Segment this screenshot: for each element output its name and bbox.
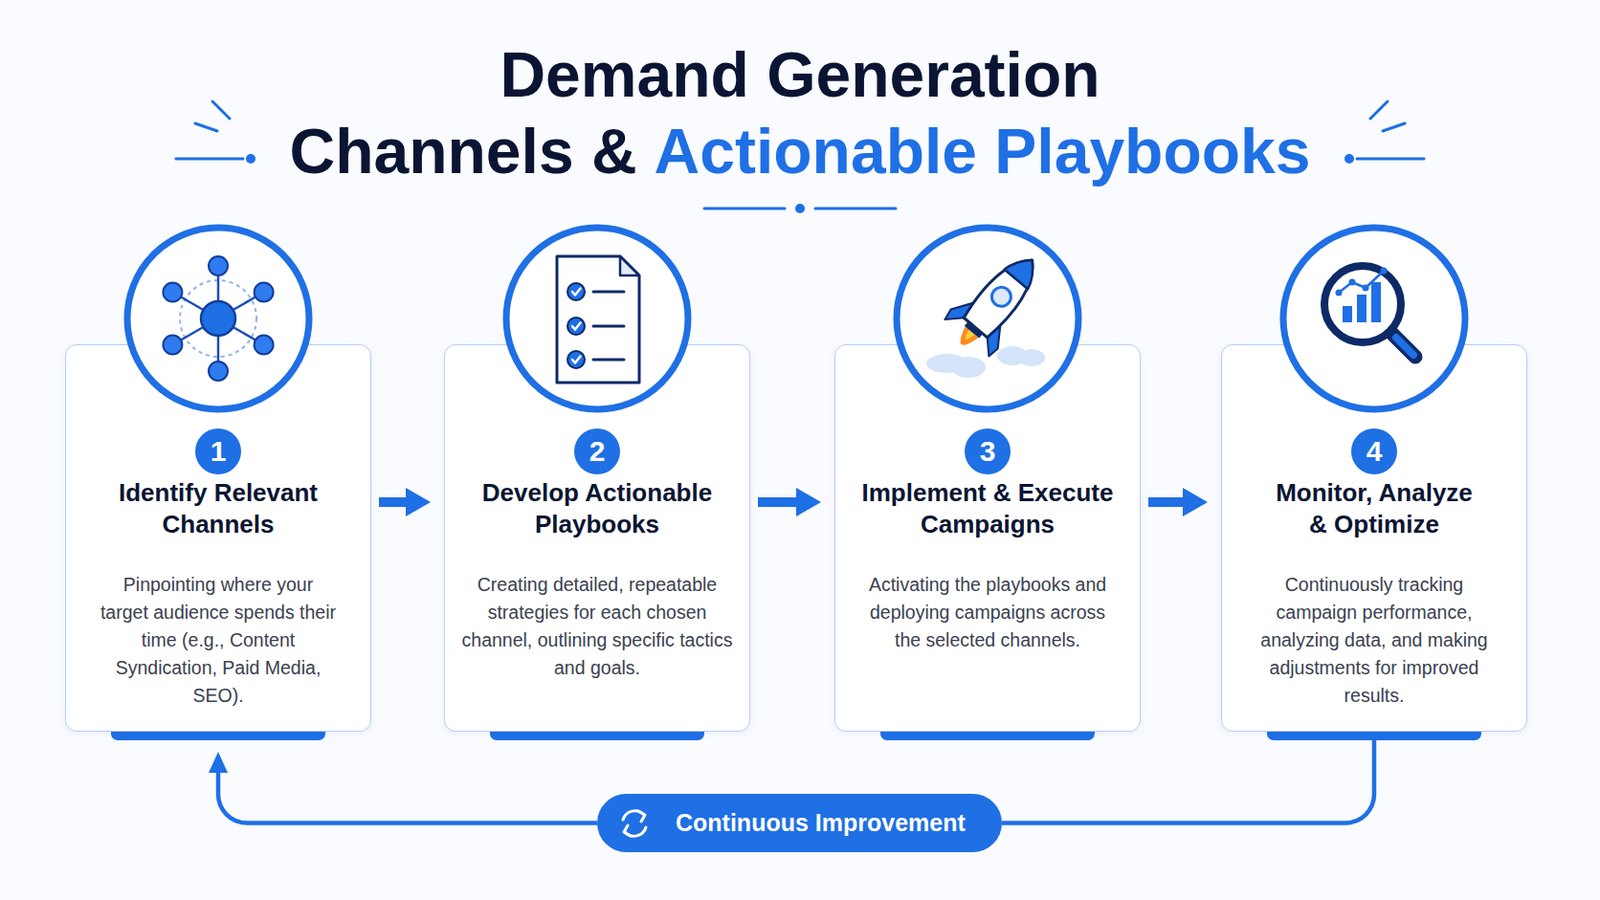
- step-number-badge: 1: [195, 428, 242, 475]
- document-fold: [620, 256, 640, 276]
- bar-chart: [1342, 282, 1381, 323]
- magnifier-lens: [1324, 266, 1401, 343]
- step-heading: Develop Actionable Playbooks: [458, 477, 736, 541]
- step-number-badge: 3: [964, 428, 1011, 475]
- network-nodes: [162, 256, 273, 381]
- checklist-lines: [593, 291, 624, 360]
- smoke-clouds: [926, 346, 1045, 378]
- step-number: 1: [195, 428, 242, 475]
- ornament-line: [815, 207, 896, 211]
- step-description: Pinpointing where your target audience s…: [97, 571, 339, 711]
- step-number: 4: [1351, 428, 1398, 475]
- loop-label: Continuous Improvement: [675, 809, 966, 838]
- analytics-icon: [1324, 266, 1416, 357]
- flow-arrow: [378, 497, 412, 508]
- network-icon: [162, 256, 273, 381]
- sparkle-line: [212, 101, 230, 119]
- step-number: 3: [964, 428, 1011, 475]
- step-heading: Monitor, Analyze & Optimize: [1267, 477, 1481, 541]
- flow-arrow: [757, 497, 802, 508]
- network-links: [172, 266, 264, 372]
- check-marks: [572, 288, 581, 364]
- step-description: Creating detailed, repeatable strategies…: [461, 571, 734, 683]
- icon-rings: [127, 227, 1466, 410]
- check-circles: [567, 283, 585, 369]
- trend-line: [1338, 270, 1384, 293]
- icon-ring: [1283, 227, 1466, 410]
- document-outline: [556, 256, 640, 383]
- icon-ring: [896, 227, 1079, 410]
- ornament-dot: [1344, 154, 1355, 164]
- sparkle-line: [195, 123, 218, 132]
- step-card: 2Develop Actionable PlaybooksCreating de…: [444, 344, 751, 733]
- step-card: 4Monitor, Analyze & OptimizeContinuously…: [1221, 344, 1528, 733]
- title-part: Actionable Playbooks: [654, 112, 1312, 190]
- step-description: Continuously tracking campaign performan…: [1245, 571, 1503, 711]
- main-title: Demand Generation: [0, 31, 1600, 118]
- step-number: 2: [574, 428, 621, 475]
- title-ornament: [176, 101, 1424, 214]
- network-ring: [179, 280, 257, 357]
- ornament-dot: [795, 203, 805, 214]
- connectors: [218, 502, 1375, 824]
- ornament-line: [176, 157, 244, 161]
- title-part: Channels &: [289, 112, 638, 190]
- checklist-icon: [556, 256, 640, 383]
- trend-dots: [1335, 267, 1388, 297]
- subtitle-row: Channels &Actionable Playbooks: [0, 112, 1600, 190]
- magnifier-handle-inner: [1396, 337, 1414, 356]
- step-number-badge: 2: [574, 428, 621, 475]
- ornament-line: [704, 207, 785, 211]
- step-description: Activating the playbooks and deploying c…: [867, 571, 1108, 655]
- sparkle-line: [1382, 123, 1405, 132]
- loop-pill: Continuous Improvement: [597, 794, 1002, 853]
- rocket-body: [937, 240, 1056, 364]
- magnifier-handle: [1390, 332, 1416, 357]
- step-heading: Identify Relevant Channels: [79, 477, 357, 541]
- icon-ring: [127, 227, 310, 410]
- rocket-icon: [926, 240, 1056, 378]
- ornament-line: [1356, 157, 1424, 161]
- icon-ring: [506, 227, 689, 410]
- flow-arrow: [1148, 497, 1189, 508]
- step-card: 3Implement & Execute CampaignsActivating…: [834, 344, 1141, 733]
- step-number-badge: 4: [1351, 428, 1398, 475]
- sparkle-line: [1370, 101, 1388, 119]
- step-heading: Implement & Execute Campaigns: [845, 477, 1130, 541]
- ornament-dot: [245, 154, 256, 164]
- feedback-loop-line: [218, 768, 598, 824]
- refresh-icon: [622, 811, 646, 837]
- step-card: 1Identify Relevant ChannelsPinpointing w…: [65, 344, 372, 733]
- feedback-loop-line: [1001, 739, 1375, 824]
